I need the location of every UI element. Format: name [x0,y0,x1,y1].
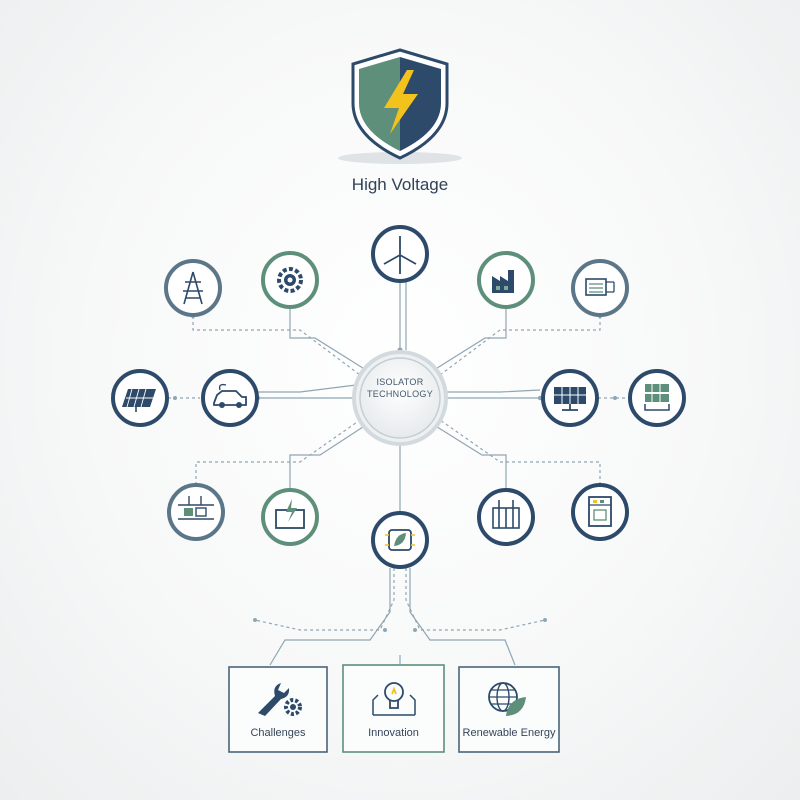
shield-lightning-icon [338,48,462,164]
node-solar-array [541,369,599,427]
node-battery-storage [261,488,319,546]
node-eco-chip [371,511,429,569]
page-title: High Voltage [351,175,449,194]
card-label-innovation: Innovation [368,727,419,739]
eco-chip-icon [385,529,415,551]
connector-lines [168,282,626,666]
switchgear-cabinet-icon [588,496,612,527]
node-solar-panel [111,369,169,427]
globe-leaf-icon [488,682,526,716]
node-electric-car [201,369,259,427]
factory-icon [492,270,514,293]
card-label-renewable-energy: Renewable Energy [462,727,556,739]
node-switchgear-cabinet [571,483,629,541]
transmission-tower-icon [183,271,203,305]
node-wind-turbine [371,225,429,283]
isolator-hub [352,350,448,446]
card-challenges [228,666,328,753]
card-label-challenges: Challenges [250,727,306,739]
lightbulb-icon [372,682,416,716]
control-panel-icon [585,278,615,296]
node-transmission-tower [164,259,222,317]
hub-label-line1: ISOLATOR [376,377,424,387]
transformer-icon [492,500,520,529]
gear-icon [277,267,303,293]
substation-icon [178,496,214,520]
node-server-rack [628,369,686,427]
electric-car-icon [213,383,247,408]
node-substation [167,483,225,541]
node-transformer [477,488,535,546]
server-rack-icon [644,384,670,411]
node-gear [261,251,319,309]
card-innovation [342,664,445,753]
wind-turbine-icon [383,236,417,274]
card-renewable-energy [458,666,560,753]
battery-storage-icon [275,499,305,529]
hub-label: ISOLATOR TECHNOLOGY [354,376,446,400]
solar-panel-icon [122,388,156,412]
solar-array-icon [554,387,586,411]
hub-label-line2: TECHNOLOGY [366,389,433,399]
node-control-panel [571,259,629,317]
node-factory [477,251,535,309]
wrench-gear-icon [258,683,302,716]
